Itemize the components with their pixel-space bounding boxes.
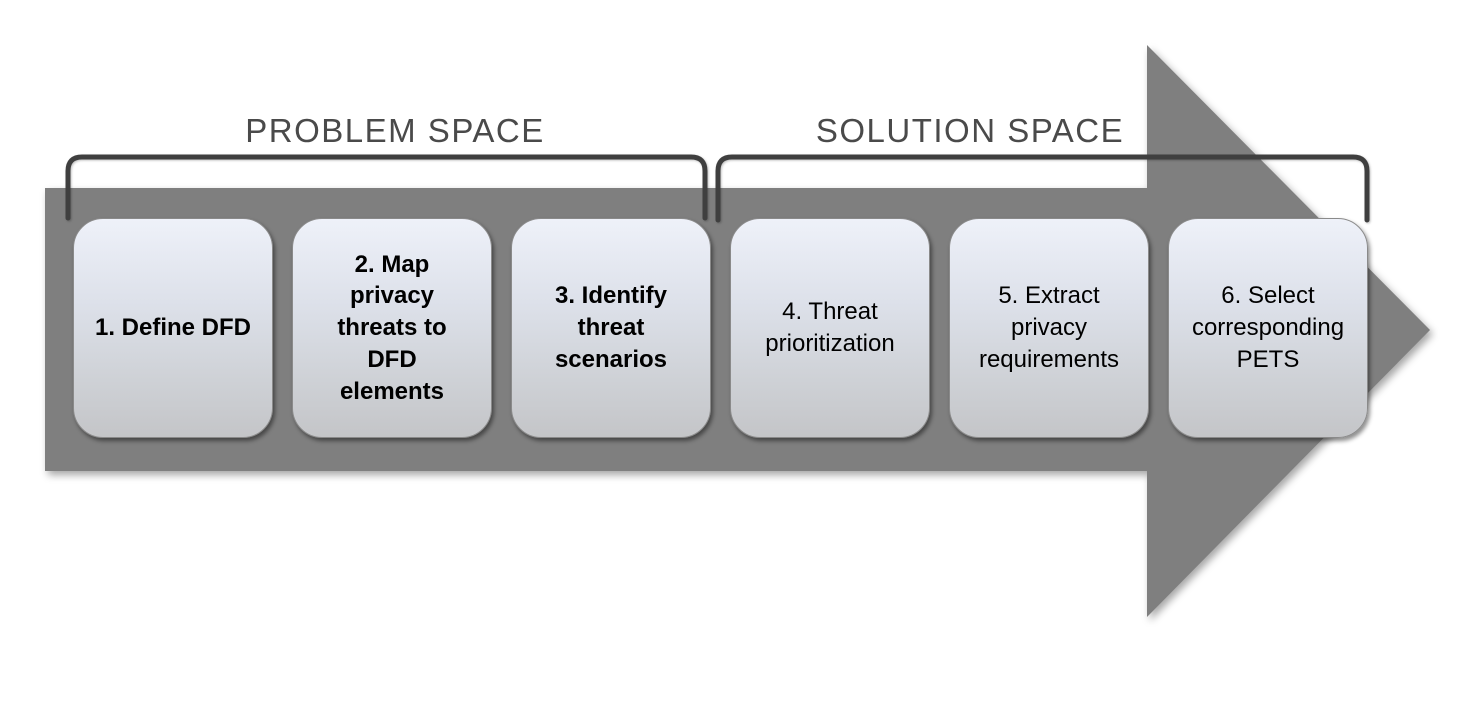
steps-row: 1. Define DFD 2. Map privacy threats to …	[73, 218, 1368, 438]
step-label: 3. Identify threat scenarios	[554, 282, 668, 373]
step-box-identify-threat-scenarios: 3. Identify threat scenarios	[511, 218, 711, 438]
step-label: 6. Select corresponding PETS	[1191, 282, 1345, 373]
step-label: 2. Map privacy threats to DFD elements	[337, 250, 447, 405]
problem-space-label: PROBLEM SPACE	[245, 112, 545, 149]
solution-space-label: SOLUTION SPACE	[815, 112, 1125, 149]
problem-space-bracket	[65, 154, 708, 221]
step-box-extract-privacy-requirements: 5. Extract privacy requirements	[949, 218, 1149, 438]
step-label: 4. Threat prioritization	[765, 298, 895, 357]
step-box-define-dfd: 1. Define DFD	[73, 218, 273, 438]
step-box-select-corresponding-pets: 6. Select corresponding PETS	[1168, 218, 1368, 438]
step-box-map-privacy-threats: 2. Map privacy threats to DFD elements	[292, 218, 492, 438]
step-box-threat-prioritization: 4. Threat prioritization	[730, 218, 930, 438]
solution-space-bracket	[715, 154, 1370, 223]
step-label: 5. Extract privacy requirements	[978, 282, 1120, 373]
step-label: 1. Define DFD	[94, 314, 252, 342]
